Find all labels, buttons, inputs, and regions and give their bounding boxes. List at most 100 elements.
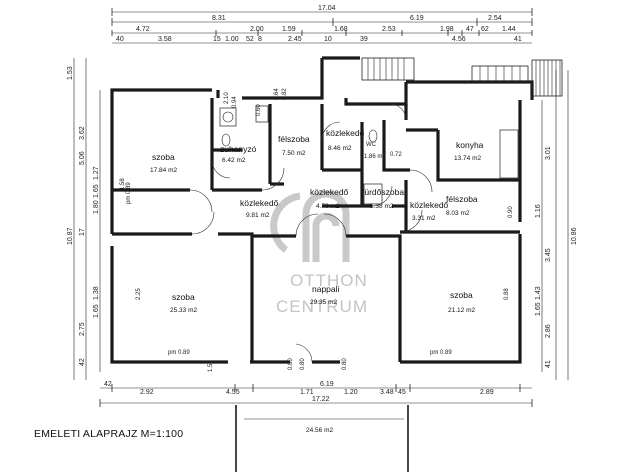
room-szoba-sw-area: 25.33 m2 [170, 307, 197, 314]
room-kozlekedo3-area: 4.70 m2 [316, 203, 340, 210]
dim-left-8: 1.38 [93, 286, 100, 300]
dim-r4-7: 10 [324, 36, 332, 43]
dim-r3-1: 2.00 [250, 26, 264, 33]
svg-text:0.82: 0.82 [282, 88, 288, 100]
svg-text:0.80: 0.80 [288, 358, 294, 370]
room-wc-area: 1.86 m2 [364, 154, 386, 160]
room-zuhanyzo-area: 6.42 m2 [222, 157, 246, 164]
room-kozlekedo2-area: 9.81 m2 [246, 212, 270, 219]
room-felszoba2-area: 8.03 m2 [446, 210, 470, 217]
room-nappali-area: 29.35 m2 [310, 299, 337, 306]
stairs-right [531, 59, 563, 97]
svg-text:0.90: 0.90 [508, 206, 514, 218]
dim-right-3: 2.86 [545, 324, 552, 338]
doors [189, 103, 433, 363]
svg-text:2.10: 2.10 [224, 92, 230, 104]
dim-right-1: 3.45 [545, 248, 552, 262]
dim-r4-2: 15 [213, 36, 221, 43]
dim-bot-4: 45 [398, 389, 406, 396]
otthon-centrum-logo [270, 190, 350, 262]
dim-r3-5: 1.98 [440, 26, 454, 33]
dim-bot-total: 17.22 [312, 396, 330, 403]
dim-r3-4: 2.53 [382, 26, 396, 33]
dim-left-4: 1.65 [93, 184, 100, 198]
dim-top-b: 6.19 [410, 15, 424, 22]
dim-bot-3: 6.19 [320, 381, 334, 388]
dim-top-a: 8.31 [212, 15, 226, 22]
room-wc-name: WC [366, 142, 377, 148]
room-felszoba1-area: 7.50 m2 [282, 150, 306, 157]
room-felszoba1-name: félszoba [278, 134, 310, 144]
dim-left-0: 1.53 [67, 66, 74, 80]
room-kozlekedo3-name: közlekedő [310, 187, 349, 197]
dim-r3-0: 4.72 [136, 26, 150, 33]
plan-caption: EMELETI ALAPRAJZ M=1:100 [34, 428, 184, 440]
stairs-middle [361, 57, 529, 83]
room-kozlekedo2-name: közlekedő [240, 198, 279, 208]
svg-text:0.94: 0.94 [232, 96, 238, 108]
dim-r4-3: 1.00 [225, 36, 239, 43]
room-furdoszoba-area: 5.38 m2 [370, 203, 394, 210]
window-marks: pm 0.89 pm 0.89 pm 0.89 [126, 182, 452, 356]
room-kozlekedo1-area: 8.46 m2 [328, 145, 352, 152]
bottom-dimensions: 42 2.92 4.55 6.19 45 2.89 17.22 1.71 1.2… [99, 381, 533, 407]
fixtures [219, 105, 519, 205]
dim-r4-0: 40 [116, 36, 124, 43]
room-szoba-nw-name: szoba [152, 152, 175, 162]
outer-walls [110, 56, 534, 364]
dim-left-10: 2.75 [79, 322, 86, 336]
dim-r4-8: 39 [360, 36, 368, 43]
dim-r4-4: 52 [246, 36, 254, 43]
room-konyha-name: konyha [456, 140, 484, 150]
watermark-line2: CENTRUM [276, 297, 368, 316]
room-kozlekedo4-area: 3.31 m2 [412, 215, 436, 222]
dim-left-7: 17 [79, 228, 86, 236]
dim-r4-10: 41 [514, 36, 522, 43]
dim-top-total: 17.04 [318, 5, 336, 12]
room-kozlekedo4-name: közlekedő [410, 200, 449, 210]
watermark-line1: OTTHON [290, 271, 368, 290]
svg-text:1.50: 1.50 [208, 360, 214, 372]
terrace: 24.56 m2 [235, 405, 409, 472]
dim-r3-2: 1.59 [282, 26, 296, 33]
right-dimensions: 3.01 3.45 10.86 2.86 1.16 1.43 1.65 41 [535, 70, 578, 380]
room-szoba-se-area: 21.12 m2 [448, 307, 475, 314]
dim-r3-3: 1.68 [334, 26, 348, 33]
terrace-area: 24.56 m2 [306, 427, 333, 434]
dim-r4-1: 3.58 [158, 36, 172, 43]
dim-inner-0: 1.71 [300, 389, 314, 396]
room-kozlekedo1-name: közlekedő [326, 128, 365, 138]
dim-bot-5: 2.89 [480, 389, 494, 396]
room-szoba-se-name: szoba [450, 290, 473, 300]
room-nappali-name: nappali [312, 284, 340, 294]
dim-inner-2: 3.48 [380, 389, 394, 396]
dim-right-0: 3.01 [545, 146, 552, 160]
room-szoba-nw-area: 17.84 m2 [150, 167, 177, 174]
dim-top-c: 2.54 [488, 15, 502, 22]
dim-right-5: 1.43 [535, 286, 542, 300]
svg-text:0.72: 0.72 [390, 152, 402, 158]
dim-inner-1: 1.20 [344, 389, 358, 396]
dim-bot-1: 2.92 [140, 389, 154, 396]
svg-text:0.80: 0.80 [342, 358, 348, 370]
dim-left-2: 5.06 [79, 151, 86, 165]
room-konyha-area: 13.74 m2 [454, 155, 481, 162]
top-dimensions: 17.04 8.31 6.19 2.54 4.72 2.00 1.59 1.68… [111, 5, 533, 44]
dim-left-1: 3.62 [79, 126, 86, 140]
pm-right: pm 0.89 [430, 350, 452, 356]
room-felszoba2-name: félszoba [446, 194, 478, 204]
dim-r3-7: 62 [481, 26, 489, 33]
svg-text:0.60: 0.60 [256, 104, 262, 116]
dim-bot-2: 4.55 [226, 389, 240, 396]
dim-right-7: 41 [545, 360, 552, 368]
dim-r3-6: 47 [466, 26, 474, 33]
svg-text:0.80: 0.80 [300, 358, 306, 370]
dim-left-11: 42 [79, 358, 86, 366]
interior-walls [112, 98, 520, 362]
room-labels: szoba 17.84 m2 zuhanyzó 6.42 m2 félszoba… [150, 128, 484, 314]
dim-right-6: 1.65 [535, 302, 542, 316]
dim-left-9: 1.65 [93, 304, 100, 318]
dim-r4-5: 8 [258, 36, 262, 43]
room-furdoszoba-name: fürdőszoba [362, 187, 404, 197]
